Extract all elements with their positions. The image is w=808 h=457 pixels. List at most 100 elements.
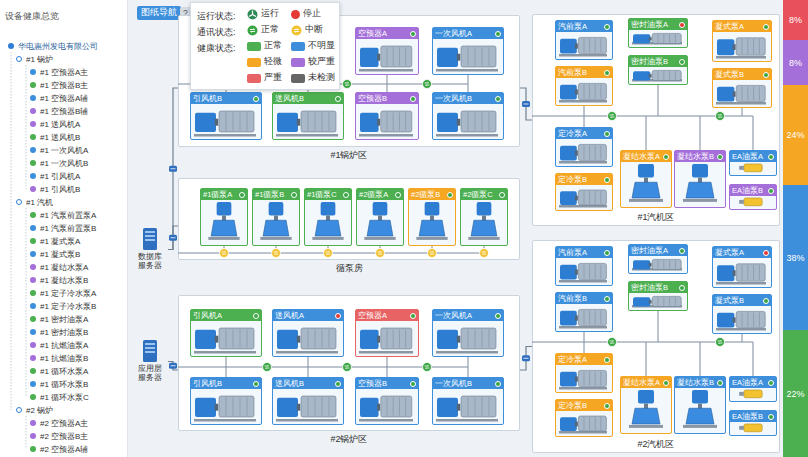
equipment-header: #2循泵C bbox=[461, 189, 507, 200]
tree-label: #1 循环水泵B bbox=[40, 379, 88, 390]
tree-label: #1 一次风机A bbox=[40, 145, 88, 156]
equipment-icon bbox=[621, 162, 671, 207]
equipment-box: 空预器B bbox=[355, 377, 419, 425]
tree-label: #2 空预器B主 bbox=[40, 431, 88, 442]
equipment-header: EA油泵B bbox=[730, 185, 776, 196]
area-panel: 循泵房#1循泵A#1循泵B#1循泵C#2循泵A#2循泵B#2循泵C bbox=[178, 178, 520, 274]
run-status-dot bbox=[663, 154, 669, 160]
tree-icon bbox=[30, 290, 36, 296]
network-link bbox=[168, 226, 178, 250]
network-switch bbox=[522, 355, 530, 361]
equipment-name: 汽前泵B bbox=[558, 293, 587, 304]
tree-icon bbox=[30, 420, 36, 426]
wire bbox=[387, 367, 388, 377]
tree-icon bbox=[30, 355, 36, 361]
equipment-icon bbox=[629, 67, 687, 84]
equipment-name: 送风机B bbox=[275, 378, 304, 389]
legend-text: 较严重 bbox=[308, 56, 335, 68]
tree-icon bbox=[30, 433, 36, 439]
run-status-dot bbox=[410, 313, 416, 319]
area-caption: #2汽机区 bbox=[532, 436, 780, 450]
tree-icon bbox=[30, 108, 36, 114]
run-status-dot bbox=[335, 381, 341, 387]
share-percent: 22% bbox=[786, 389, 804, 399]
tree-icon bbox=[30, 277, 36, 283]
area-name: #2锅炉区 bbox=[330, 434, 367, 444]
equipment-header: 汽前泵A bbox=[556, 21, 612, 32]
equipment-box: 密封油泵B bbox=[628, 55, 688, 85]
tree-item: #1 密封油泵A bbox=[30, 313, 88, 325]
equipment-box: 送风机A bbox=[272, 309, 344, 357]
equipment-box: 引风机A bbox=[190, 309, 262, 357]
equipment-box: EA油泵B bbox=[729, 184, 777, 210]
tree-icon bbox=[30, 329, 36, 335]
run-status-dot bbox=[604, 357, 610, 363]
equipment-name: 汽前泵A bbox=[558, 247, 587, 258]
panel-title: 设备健康总览 bbox=[5, 11, 59, 21]
equipment-header: 定冷泵B bbox=[556, 174, 612, 185]
run-status-dot bbox=[410, 96, 416, 102]
tree-label: #1 凝式泵A bbox=[40, 236, 80, 247]
equipment-box: #1循泵B bbox=[252, 188, 300, 246]
tree-icon bbox=[16, 199, 22, 205]
tree-label: #1 空预器B主 bbox=[40, 80, 88, 91]
legend-text: 严重 bbox=[264, 72, 282, 84]
server-caption: 应用层服务器 bbox=[137, 364, 163, 382]
run-status-dot bbox=[679, 285, 685, 291]
equipment-box: 汽前泵A bbox=[555, 20, 613, 60]
equipment-header: 空预器A bbox=[356, 28, 418, 39]
equipment-name: #2循泵C bbox=[463, 189, 493, 200]
equipment-name: 一次风机B bbox=[435, 378, 472, 389]
wire bbox=[584, 116, 585, 127]
run-status-dot bbox=[447, 192, 453, 198]
tree-icon bbox=[16, 407, 22, 413]
tree-item: #1 空预器A主 bbox=[30, 66, 88, 78]
legend-text: 正常 bbox=[261, 24, 279, 36]
equipment-icon bbox=[713, 80, 771, 107]
equipment-box: #1循泵C bbox=[304, 188, 352, 246]
comm-status-icon bbox=[376, 249, 385, 258]
run-status-dot bbox=[679, 22, 685, 28]
tree-icon bbox=[30, 186, 36, 192]
tree-label: #1 送风机A bbox=[40, 119, 80, 130]
wire bbox=[308, 367, 309, 377]
area-caption: #1汽机区 bbox=[532, 209, 780, 223]
tree-label: #1 定子冷水泵B bbox=[40, 301, 96, 312]
legend-item: 正常 bbox=[247, 40, 282, 52]
equipment-box: 空预器B bbox=[355, 92, 419, 140]
equipment-header: 汽前泵B bbox=[556, 293, 612, 304]
equipment-header: EA油泵B bbox=[730, 411, 776, 422]
equipment-name: EA油泵B bbox=[732, 411, 763, 422]
wire bbox=[700, 116, 701, 150]
legend-item: 严重 bbox=[247, 72, 282, 84]
equipment-box: 密封油泵A bbox=[628, 244, 688, 274]
equipment-box: EA油泵A bbox=[729, 150, 777, 176]
equipment-name: 引风机B bbox=[193, 378, 222, 389]
legend-symbol bbox=[291, 25, 302, 36]
equipment-name: 凝式泵A bbox=[715, 21, 744, 32]
equipment-name: #2循泵A bbox=[359, 189, 388, 200]
equipment-box: 空预器A bbox=[355, 27, 419, 75]
share-percent: 38% bbox=[786, 253, 804, 263]
tree-label: #1 定子冷水泵A bbox=[40, 288, 96, 299]
equipment-name: 密封油泵A bbox=[631, 245, 668, 256]
equipment-box: #2循泵C bbox=[460, 188, 508, 246]
equipment-box: 凝结水泵A bbox=[620, 150, 672, 208]
server-name: 数据库服务器 bbox=[137, 252, 163, 270]
tab-label: 图纸导航 bbox=[141, 7, 177, 19]
equipment-header: 送风机A bbox=[273, 310, 343, 321]
comm-status-icon bbox=[423, 80, 432, 89]
wire bbox=[742, 334, 743, 342]
equipment-header: 一次风机B bbox=[433, 93, 503, 104]
equipment-name: 定冷泵B bbox=[558, 400, 587, 411]
run-status-dot bbox=[768, 380, 774, 386]
tree-item: #2 锅炉 bbox=[16, 404, 53, 416]
legend-popup: 运行状态:通讯状态:健康状态:运行停止正常中断正常不明显轻微较严重严重未检测 bbox=[190, 2, 340, 90]
legend-text: 运行 bbox=[261, 8, 279, 20]
equipment-header: 凝式泵B bbox=[713, 295, 771, 306]
equipment-icon bbox=[356, 104, 418, 139]
tree-icon bbox=[30, 342, 36, 348]
equipment-box: 一次风机B bbox=[432, 377, 504, 425]
equipment-icon bbox=[273, 321, 343, 356]
wire bbox=[468, 357, 469, 367]
